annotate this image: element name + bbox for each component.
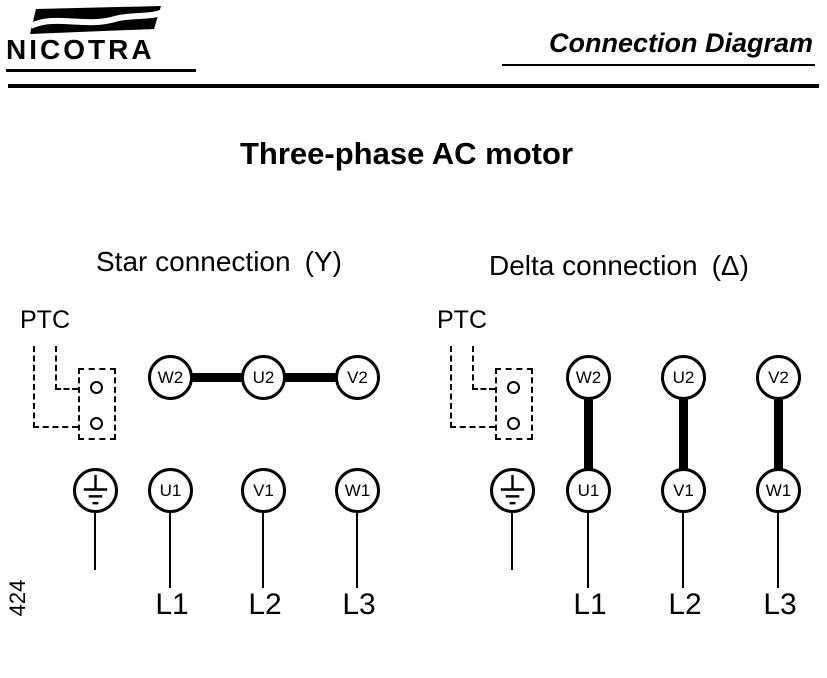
earth-ground-icon xyxy=(500,474,525,505)
terminal-label: W2 xyxy=(157,367,184,387)
star-line-label-l2: L2 xyxy=(248,588,282,621)
star-section-title: Star connection (Y) xyxy=(96,246,342,278)
terminal-label: U1 xyxy=(159,480,182,500)
star-symbol: (Y) xyxy=(304,246,342,277)
page-title: Three-phase AC motor xyxy=(240,136,574,171)
delta-terminal-u1: U1 xyxy=(566,468,611,513)
terminal-label: V1 xyxy=(253,480,274,500)
terminal-label: U1 xyxy=(577,480,600,500)
star-terminal-u1: U1 xyxy=(148,468,193,513)
document-title-underline xyxy=(502,64,815,66)
star-ptc-terminal-dot xyxy=(90,381,103,394)
terminal-label: V2 xyxy=(347,367,368,387)
delta-line-label-l1: L1 xyxy=(573,588,607,621)
terminal-label: V2 xyxy=(768,367,789,387)
star-terminal-v2: V2 xyxy=(335,355,380,400)
delta-terminal-u2: U2 xyxy=(661,355,706,400)
star-ptc-label: PTC xyxy=(20,306,70,334)
delta-terminal-v1: V1 xyxy=(661,468,706,513)
star-lead-l2 xyxy=(262,512,264,588)
star-earth-terminal xyxy=(73,468,118,513)
delta-earth-terminal xyxy=(490,468,535,513)
terminal-label: U2 xyxy=(672,367,695,387)
delta-ptc-terminal-box xyxy=(495,368,533,440)
star-terminal-w2: W2 xyxy=(148,355,193,400)
page-number: 424 xyxy=(5,579,30,617)
delta-line-label-l2: L2 xyxy=(668,588,702,621)
delta-ptc-wire-horizontal-2 xyxy=(472,388,495,390)
star-line-label-l1: L1 xyxy=(155,588,189,621)
brand-name: NICOTRA xyxy=(6,34,155,65)
delta-terminal-w1: W1 xyxy=(756,468,801,513)
terminal-label: W1 xyxy=(765,480,792,500)
earth-ground-icon xyxy=(83,474,108,505)
star-lead-l3 xyxy=(356,512,358,588)
terminal-label: W2 xyxy=(575,367,602,387)
document-title: Connection Diagram xyxy=(548,28,813,58)
delta-ptc-terminal-dot xyxy=(507,381,520,394)
delta-lead-l1 xyxy=(587,512,589,588)
delta-earth-lead xyxy=(511,512,513,570)
nicotra-flag-icon xyxy=(30,6,165,34)
delta-lead-l2 xyxy=(682,512,684,588)
delta-link-bar-u2-v1 xyxy=(679,377,688,490)
star-ptc-terminal-dot xyxy=(90,417,103,430)
star-lead-l1 xyxy=(169,512,171,588)
star-ptc-wire-horizontal-1 xyxy=(33,426,78,428)
terminal-label: U2 xyxy=(252,367,275,387)
star-title-text: Star connection xyxy=(96,246,291,277)
delta-terminal-w2: W2 xyxy=(566,355,611,400)
delta-symbol: (Δ) xyxy=(711,250,749,281)
delta-ptc-wire-horizontal-1 xyxy=(450,426,495,428)
delta-ptc-label: PTC xyxy=(437,306,487,334)
star-ptc-wire-vertical-2 xyxy=(55,346,57,390)
brand-underline xyxy=(6,69,196,72)
star-earth-lead xyxy=(94,512,96,570)
delta-lead-l3 xyxy=(777,512,779,588)
star-line-label-l3: L3 xyxy=(342,588,376,621)
terminal-label: V1 xyxy=(673,480,694,500)
star-ptc-wire-horizontal-2 xyxy=(55,388,78,390)
delta-section-title: Delta connection (Δ) xyxy=(489,250,749,282)
delta-title-text: Delta connection xyxy=(489,250,698,281)
star-terminal-w1: W1 xyxy=(335,468,380,513)
delta-line-label-l3: L3 xyxy=(763,588,797,621)
delta-ptc-terminal-dot xyxy=(507,417,520,430)
delta-ptc-wire-vertical-1 xyxy=(450,346,452,428)
star-terminal-u2: U2 xyxy=(241,355,286,400)
terminal-label: W1 xyxy=(344,480,371,500)
header-rule xyxy=(8,84,819,88)
delta-ptc-wire-vertical-2 xyxy=(472,346,474,390)
delta-terminal-v2: V2 xyxy=(756,355,801,400)
star-ptc-wire-vertical-1 xyxy=(33,346,35,428)
delta-link-bar-w2-u1 xyxy=(584,377,593,490)
delta-link-bar-v2-w1 xyxy=(774,377,783,490)
star-terminal-v1: V1 xyxy=(241,468,286,513)
